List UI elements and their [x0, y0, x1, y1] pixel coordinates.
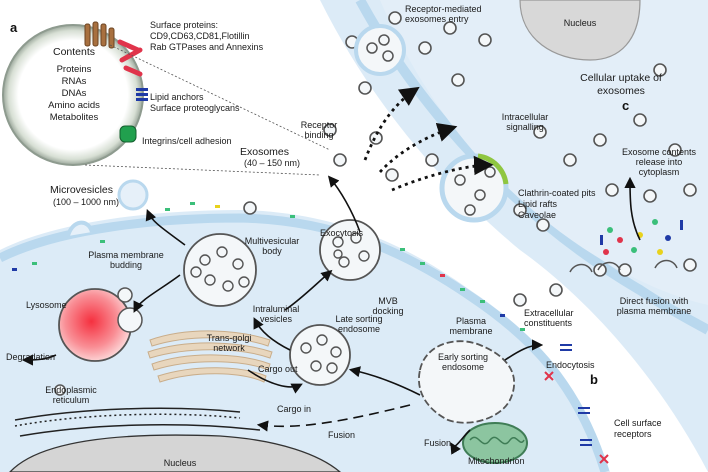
nucleus-top-label: Nucleus: [563, 18, 597, 28]
uptake-dotted-arrows: [363, 86, 494, 192]
cell-surface-receptors: [560, 344, 592, 446]
contents-item-metabolites: Metabolites: [49, 112, 99, 123]
cargo-in-label: Cargo in: [277, 404, 312, 414]
plasma-membrane-label-2: membrane: [449, 326, 493, 336]
trans-golgi-label-2: network: [213, 343, 245, 353]
contents-item-dnas: DNAs: [61, 88, 87, 99]
fusion-dashed-arrow: [256, 404, 411, 432]
extracellular-constituents-label: Extracellular: [524, 308, 574, 318]
lysosome-label: Lysosome: [26, 300, 67, 310]
fusion-label-center: Fusion: [328, 430, 356, 440]
microvesicles-size: (100 – 1000 nm): [53, 197, 120, 207]
lipid-anchors-label: Lipid anchors: [150, 92, 204, 102]
clathrin-label: Clathrin-coated pits: [518, 188, 596, 198]
late-sorting-endosome-label: Late sorting: [335, 314, 383, 324]
intraluminal-vesicles-label-2: vesicles: [259, 314, 292, 324]
plasma-membrane-budding-label-2: budding: [109, 260, 143, 270]
early-sorting-endosome-label-2: endosome: [441, 362, 485, 372]
intracellular-signalling-label: Intracellular: [501, 112, 549, 122]
mvb-docking-label: MVB: [378, 296, 398, 306]
cell-surface-receptors-label: Cell surface: [614, 418, 662, 428]
release-label-3: cytoplasm: [638, 167, 680, 177]
integrins-label: Integrins/cell adhesion: [142, 136, 232, 146]
surface-proteins-list: CD9,CD63,CD81,Flotillin: [150, 31, 250, 41]
microvesicles-label: Microvesicles: [50, 184, 114, 196]
receptor-mediated-label: Receptor-mediated: [405, 4, 482, 14]
multivesicular-body-label: Multivesicular: [244, 236, 300, 246]
multivesicular-body: [183, 233, 257, 307]
surface-proteins-label: Surface proteins:: [150, 20, 219, 30]
budding-membrane: [66, 220, 94, 237]
early-sorting-endosome-label: Early sorting: [437, 352, 489, 362]
microvesicle: [117, 179, 149, 211]
contents-item-rnas: RNAs: [61, 76, 87, 87]
mitochondrion: [462, 422, 528, 464]
detail-callout-lines: [84, 44, 331, 176]
mitochondrion-label: Mitochondrion: [468, 456, 525, 466]
cell-surface-receptors-label-2: receptors: [614, 429, 652, 439]
panel-label-b: b: [590, 372, 598, 387]
direct-fusion-bumps: [569, 259, 678, 273]
receptor-entry-vesicle: [354, 24, 406, 76]
exosomes-size: (40 – 150 nm): [244, 158, 301, 168]
extracellular-cargo: [12, 202, 525, 331]
receptor-binding-label-2: binding: [304, 130, 334, 140]
degradation-label: Degradation: [6, 352, 56, 362]
panel-label-c: c: [622, 98, 630, 113]
cellular-uptake-label-2: exosomes: [597, 85, 645, 97]
intracellular-signalling-label-2: signalling: [506, 122, 544, 132]
release-label-2: release into: [635, 157, 683, 167]
endoplasmic-reticulum-label: Endoplasmic: [45, 385, 97, 395]
panel-label-a: a: [10, 20, 18, 35]
mvb-docking: [319, 219, 381, 281]
contents-item-amino-acids: Amino acids: [48, 100, 100, 111]
released-contents: [600, 219, 683, 255]
pathway-arrows: [21, 175, 641, 455]
lipid-rafts-label: Lipid rafts: [518, 199, 558, 209]
red-receptors: [544, 371, 609, 464]
plasma-membrane-label: Plasma: [455, 316, 486, 326]
cargo-out-label: Cargo out: [258, 364, 298, 374]
endocytosis-label: Endocytosis: [546, 360, 595, 370]
direct-fusion-label-2: plasma membrane: [616, 306, 692, 316]
receptor-binding-label: Receptor: [300, 120, 338, 130]
nucleus-bottom-label: Nucleus: [163, 458, 197, 468]
mvb-docking-label-2: docking: [372, 306, 404, 316]
recipient-cell-membrane: [355, 0, 708, 335]
vesicle-group: [54, 11, 697, 396]
late-sorting-endosome: [289, 324, 351, 386]
contents-title: Contents: [52, 46, 96, 58]
multivesicular-body-label-2: body: [262, 246, 282, 256]
nucleus-bottom: [9, 434, 342, 472]
direct-fusion-label: Direct fusion with: [619, 296, 689, 306]
cellular-uptake-label: Cellular uptake of: [580, 72, 662, 84]
exocytosis-label: Exocytosis: [320, 228, 364, 238]
nucleus-top: [519, 0, 641, 61]
plasma-membrane-budding-label: Plasma membrane: [88, 250, 164, 260]
intraluminal-vesicles-label: Intraluminal: [252, 304, 300, 314]
trans-golgi-label: Trans-golgi: [206, 333, 252, 343]
caveolae-label: Caveolae: [518, 210, 557, 220]
trans-golgi-network: [147, 330, 273, 383]
receptor-mediated-label-2: exosomes entry: [405, 14, 469, 24]
early-sorting-endosome: [418, 340, 515, 424]
extracellular-constituents-label-2: constituents: [524, 318, 573, 328]
late-sorting-endosome-label-2: endosome: [337, 324, 381, 334]
exosome-detail: [2, 21, 148, 166]
exosomes-label: Exosomes: [240, 146, 290, 158]
endoplasmic-reticulum-label-2: reticulum: [52, 395, 90, 405]
rab-label: Rab GTPases and Annexins: [150, 42, 264, 52]
release-label: Exosome contents: [621, 147, 697, 157]
surface-proteoglycans-label: Surface proteoglycans: [150, 103, 240, 113]
endoplasmic-reticulum: [14, 407, 261, 437]
fusion-label-right: Fusion: [424, 438, 452, 448]
contents-item-proteins: Proteins: [56, 64, 92, 75]
